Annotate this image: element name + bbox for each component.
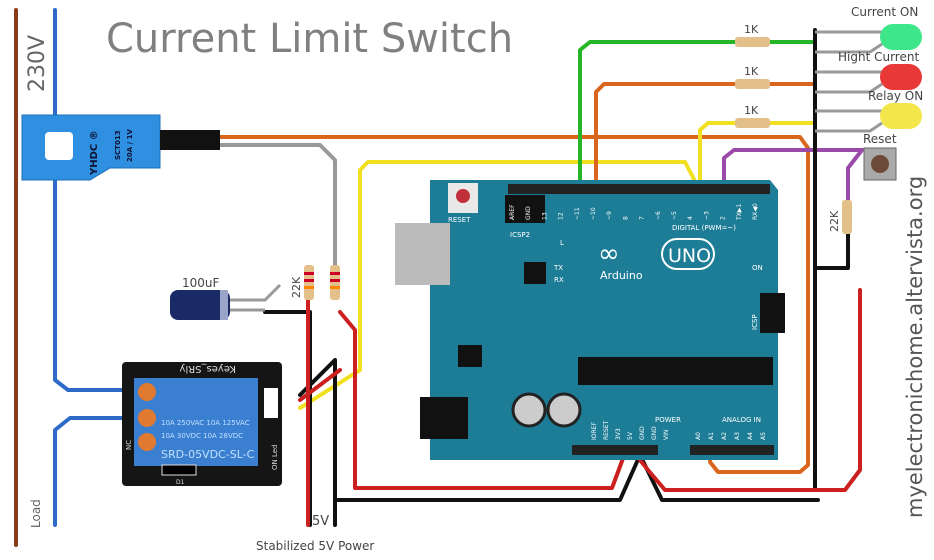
pin-label: RESET: [603, 420, 610, 440]
mains-wire-blue-top: [53, 8, 147, 392]
pin-label: GND: [651, 426, 658, 440]
pin-label: ~10: [590, 207, 597, 220]
arduino-model: UNO: [668, 245, 711, 267]
relay-module: Keyes_SRly 10A 250VAC 10A 125VAC 10A 30V…: [122, 362, 282, 486]
pin-label: 7: [639, 216, 646, 220]
led-yellow: Relay ON: [815, 89, 923, 133]
pin-label: ~11: [574, 207, 581, 220]
pin-label: 4: [687, 216, 694, 220]
relay-rating-2: 10A 30VDC 10A 28VDC: [161, 432, 243, 440]
pin-label: GND: [639, 426, 646, 440]
arduino-reset-label: RESET: [448, 216, 471, 224]
reset-wire-purple: [722, 148, 864, 202]
pin-label: TX▶1: [736, 204, 743, 221]
mains-wire-blue-bottom: [53, 416, 147, 527]
arduino-led-rx: RX: [554, 276, 564, 284]
pin-label: ~3: [703, 211, 710, 220]
power-caption: Stabilized 5V Power: [256, 539, 374, 553]
sensor-wire-orange: [218, 135, 810, 474]
relay-rating-1: 10A 250VAC 10A 125VAC: [161, 419, 250, 427]
pin-label: RX◀0: [752, 203, 759, 220]
pin-label: GND: [525, 206, 532, 220]
pin-label: IOREF: [591, 422, 598, 440]
digital-header-label: DIGITAL (PWM=~): [672, 224, 736, 232]
sensor-rating: 20A / 1V: [126, 129, 134, 162]
pin-label: 5V: [627, 431, 634, 440]
capacitor-label: 100uF: [182, 276, 220, 290]
pin-label: 12: [558, 212, 565, 220]
load-label: Load: [29, 499, 43, 528]
divider-resistors: 22K: [290, 265, 340, 300]
power-header-label: POWER: [655, 416, 681, 424]
arduino-icsp-label: ICSP: [751, 314, 759, 330]
sensor-model: SCT013: [114, 130, 122, 160]
arduino-infinity-logo: ∞: [598, 239, 620, 269]
led-red-wire: [594, 82, 737, 192]
pin-label: A1: [708, 432, 715, 440]
sensor-wire-gray: [218, 143, 337, 267]
pin-label: 13: [541, 212, 548, 220]
arduino-icsp2-label: ICSP2: [510, 231, 530, 239]
led-yellow-label: Relay ON: [868, 89, 923, 103]
pin-label: 3V3: [615, 428, 622, 440]
pin-label: A0: [695, 432, 702, 440]
diagram-title: Current Limit Switch: [106, 16, 513, 62]
relay-brand: Keyes_SRly: [179, 363, 236, 374]
relay-d1-label: D1: [176, 479, 185, 486]
led-green-wire: [578, 40, 737, 192]
reset-button-label: Reset: [863, 132, 897, 146]
led-resistors: 1K 1K 1K 22K: [735, 23, 852, 234]
reset-button[interactable]: Reset: [863, 132, 897, 181]
resistor-label-yellow: 1K: [744, 104, 759, 117]
pin-label: ~6: [655, 211, 662, 220]
led-green: Current ON: [815, 5, 922, 54]
divider-resistor-label: 22K: [290, 276, 303, 298]
relay-model: SRD-05VDC-SL-C: [161, 448, 255, 461]
pin-label: A5: [760, 432, 767, 440]
arduino-led-tx: TX: [553, 264, 563, 272]
arduino-uno-board: RESET ICSP2 ICSP L TX RX ON Arduino UNO …: [395, 180, 785, 460]
website-label: myelectronichome.altervista.org: [903, 176, 927, 518]
power-voltage-label: 5V: [312, 514, 329, 529]
ground-wire-black: [298, 28, 850, 527]
power-wire-red-relay: [298, 368, 342, 402]
power-wire-red: [306, 288, 862, 527]
led-green-label: Current ON: [851, 5, 918, 19]
pin-label: 8: [622, 216, 629, 220]
pin-label: ~9: [606, 211, 613, 220]
relay-nc-label: NC: [125, 440, 133, 450]
led-yellow-wire: [698, 121, 737, 192]
mains-label: 230V: [25, 35, 50, 92]
pin-label: ~5: [671, 211, 678, 220]
current-sensor: YHDC ® SCT013 20A / 1V: [21, 114, 220, 181]
sensor-brand: YHDC ®: [89, 130, 100, 176]
resistor-label-reset: 22K: [828, 210, 841, 232]
led-red-label: Hight Current: [838, 50, 919, 64]
led-red: Hight Current: [815, 50, 922, 94]
analog-header-label: ANALOG IN: [722, 416, 761, 424]
relay-led-label: ON Led: [271, 445, 279, 471]
pin-label: A3: [734, 432, 741, 440]
pin-label: AREF: [509, 204, 516, 220]
pin-label: 2: [720, 216, 727, 220]
pin-label: VIN: [663, 430, 670, 440]
capacitor-100uf: 100uF: [170, 276, 282, 320]
pin-label: A2: [721, 432, 728, 440]
pin-label: A4: [747, 432, 754, 440]
arduino-led-on: ON: [752, 264, 763, 272]
arduino-logo-text: Arduino: [600, 269, 643, 282]
relay-signal-wire-yellow: [298, 160, 699, 410]
arduino-led-l: L: [560, 239, 564, 247]
resistor-label-green: 1K: [744, 23, 759, 36]
resistor-label-red: 1K: [744, 65, 759, 78]
